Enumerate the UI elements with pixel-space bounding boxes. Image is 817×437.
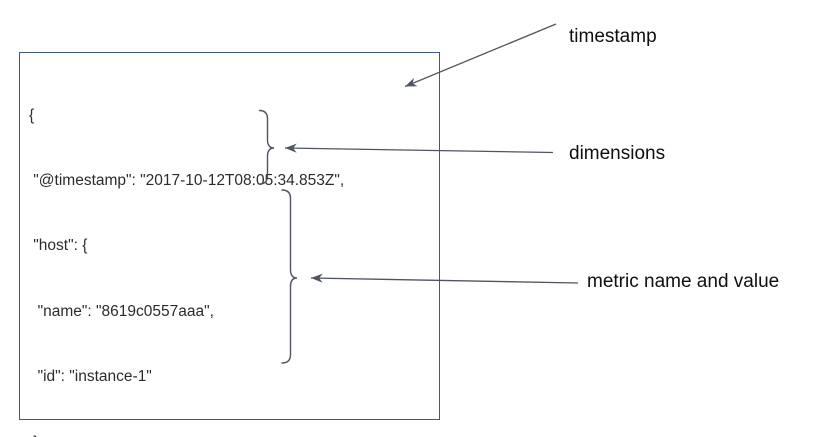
code-line-host-id: "id": "instance-1" <box>29 368 152 386</box>
metric-name-value-label: metric name and value <box>587 271 780 292</box>
json-code: { "@timestamp": "2017-10-12T08:05:34.853… <box>29 61 344 437</box>
timestamp-label: timestamp <box>569 26 657 47</box>
dimensions-label: dimensions <box>569 143 666 164</box>
code-line-timestamp: "@timestamp": "2017-10-12T08:05:34.853Z"… <box>29 171 345 189</box>
code-line-host-name: "name": "8619c0557aaa", <box>29 302 214 320</box>
code-line: { <box>29 106 35 124</box>
code-line-host: "host": { <box>29 237 88 255</box>
code-line: }, <box>29 432 344 437</box>
json-document-box: { "@timestamp": "2017-10-12T08:05:34.853… <box>19 52 440 437</box>
